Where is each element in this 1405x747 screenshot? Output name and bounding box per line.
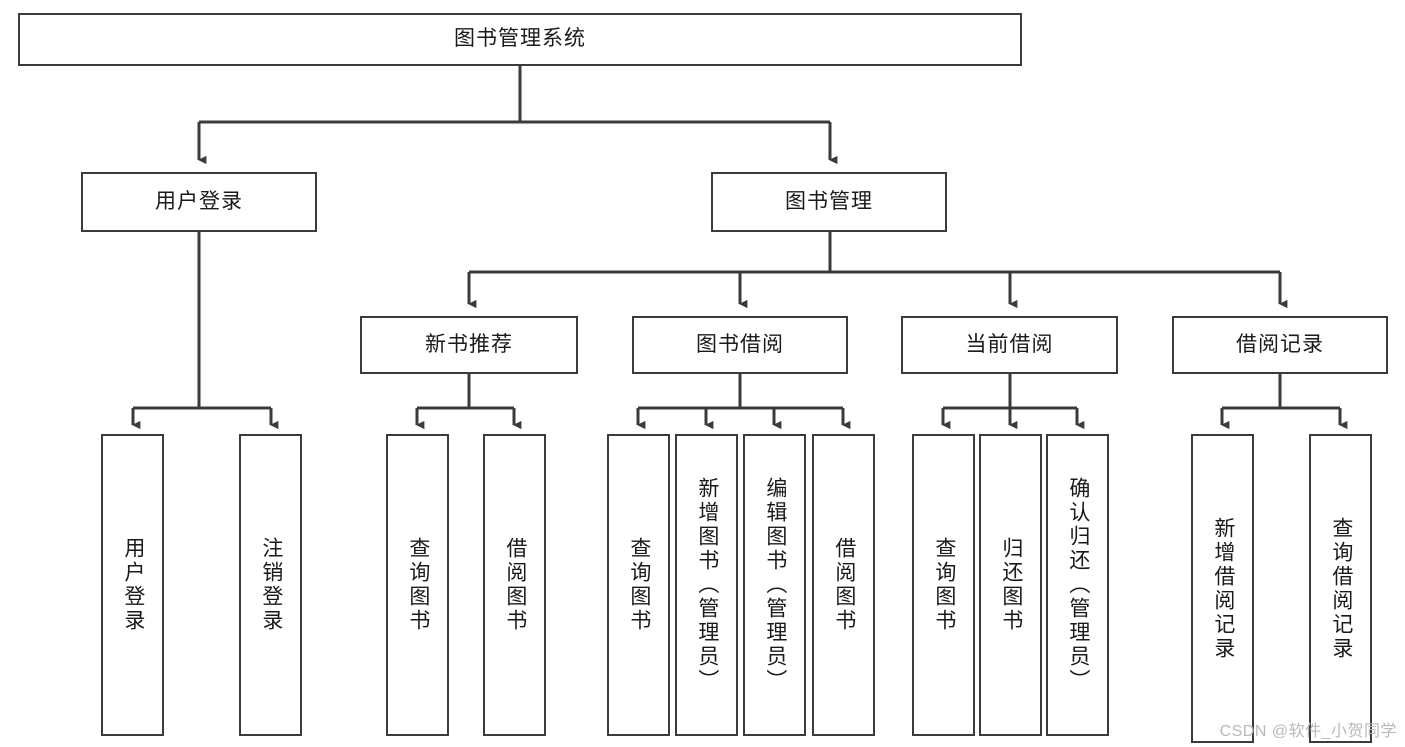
leaf-book-borrow-borrow[interactable]: 借阅图书 (812, 434, 875, 736)
leaf-current-borrow-confirm-admin[interactable]: 确认归还（管理员） (1046, 434, 1109, 736)
leaf-label: 编辑图书（管理员） (763, 477, 787, 693)
leaf-label: 注销登录 (259, 537, 283, 633)
leaf-user-login-signin[interactable]: 用户登录 (101, 434, 164, 736)
leaf-user-login-signout[interactable]: 注销登录 (239, 434, 302, 736)
leaf-label: 借阅图书 (832, 537, 856, 633)
leaf-label: 确认归还（管理员） (1066, 477, 1090, 693)
leaf-label: 查询图书 (406, 537, 430, 633)
node-current-borrow[interactable]: 当前借阅 (901, 316, 1118, 374)
leaf-label: 借阅图书 (503, 537, 527, 633)
leaf-label: 查询图书 (932, 537, 956, 633)
leaf-book-borrow-query[interactable]: 查询图书 (607, 434, 670, 736)
node-book-management[interactable]: 图书管理 (711, 172, 947, 232)
leaf-label: 新增图书（管理员） (695, 477, 719, 693)
node-new-book-recommend[interactable]: 新书推荐 (360, 316, 578, 374)
node-book-borrow[interactable]: 图书借阅 (632, 316, 848, 374)
leaf-label: 查询图书 (627, 537, 651, 633)
csdn-watermark: CSDN @软件_小贺同学 (1219, 723, 1397, 740)
leaf-book-borrow-edit-admin[interactable]: 编辑图书（管理员） (743, 434, 806, 736)
leaf-label: 查询借阅记录 (1329, 516, 1353, 661)
leaf-borrow-record-add[interactable]: 新增借阅记录 (1191, 434, 1254, 743)
leaf-label: 归还图书 (999, 537, 1023, 633)
node-borrow-record[interactable]: 借阅记录 (1172, 316, 1388, 374)
leaf-label: 新增借阅记录 (1211, 516, 1235, 661)
leaf-current-borrow-query[interactable]: 查询图书 (912, 434, 975, 736)
leaf-new-book-borrow[interactable]: 借阅图书 (483, 434, 546, 736)
leaf-book-borrow-add-admin[interactable]: 新增图书（管理员） (675, 434, 738, 736)
leaf-new-book-query[interactable]: 查询图书 (386, 434, 449, 736)
node-root-system[interactable]: 图书管理系统 (18, 13, 1022, 66)
leaf-current-borrow-return[interactable]: 归还图书 (979, 434, 1042, 736)
node-user-login[interactable]: 用户登录 (81, 172, 317, 232)
leaf-label: 用户登录 (121, 537, 145, 633)
leaf-borrow-record-query[interactable]: 查询借阅记录 (1309, 434, 1372, 743)
